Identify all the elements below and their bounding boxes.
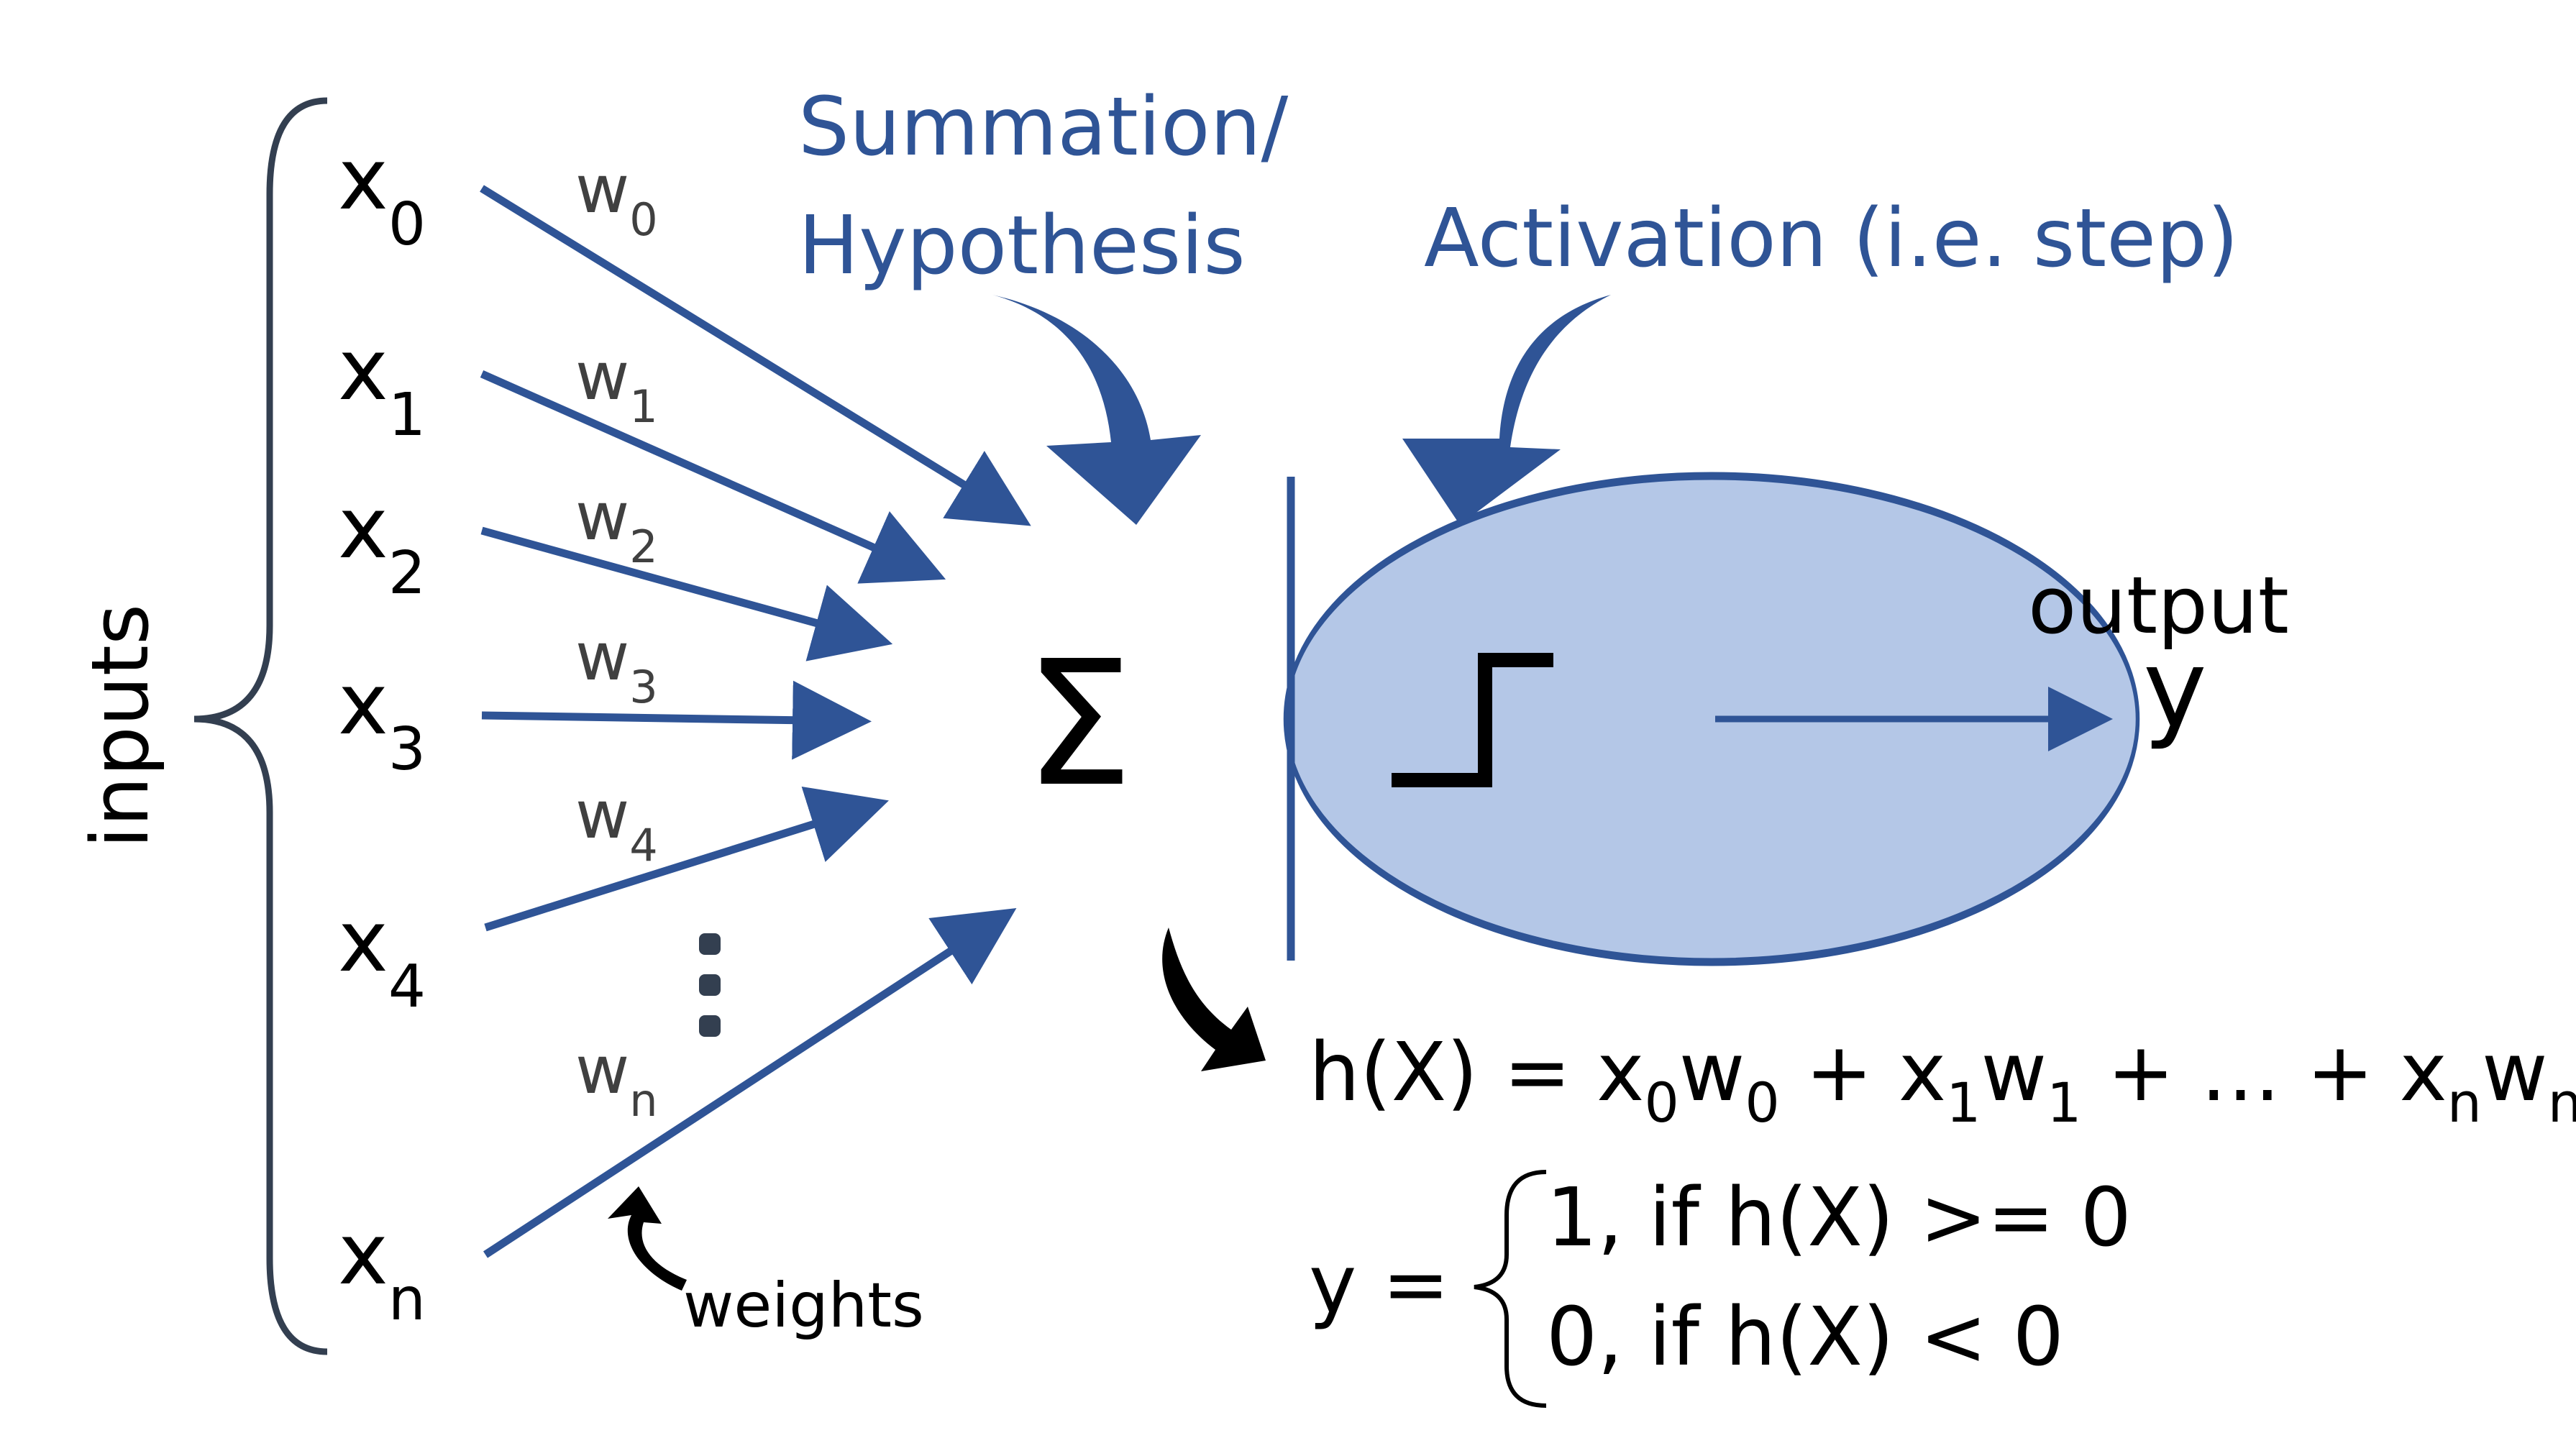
equation-pointer-arrow bbox=[1162, 928, 1266, 1071]
output-symbol: y bbox=[2143, 627, 2207, 752]
weight-w0: w0 bbox=[575, 151, 658, 246]
svg-text:x1: x1 bbox=[338, 320, 426, 449]
svg-text:x4: x4 bbox=[338, 892, 426, 1021]
activation-pointer-arrow bbox=[1402, 295, 1611, 525]
weights-label: weights bbox=[683, 1270, 924, 1342]
weight-arrows bbox=[480, 185, 1031, 1258]
weight-w4: w4 bbox=[575, 777, 658, 871]
summation-pointer-arrow bbox=[992, 295, 1201, 525]
weight-w1: w1 bbox=[575, 338, 658, 433]
weights-curved-arrow bbox=[608, 1186, 687, 1291]
input-x0: x0 bbox=[338, 129, 426, 259]
ellipsis-dots bbox=[699, 933, 721, 1037]
input-x3: x3 bbox=[338, 654, 426, 784]
hypothesis-equation: h(X) = x0w0 + x1w1 + … + xnwn bbox=[1309, 1026, 2576, 1135]
input-xn: xn bbox=[338, 1204, 426, 1334]
weight-w2: w2 bbox=[575, 478, 658, 573]
step-equation-case2: 0, if h(X) < 0 bbox=[1546, 1291, 2064, 1384]
summation-label-line1: Summation/ bbox=[798, 81, 1288, 174]
step-equation-brace bbox=[1474, 1170, 1547, 1408]
svg-text:x0: x0 bbox=[338, 129, 426, 259]
output-label: output bbox=[2028, 559, 2289, 651]
weight-wn: wn bbox=[575, 1032, 658, 1127]
inputs-brace bbox=[193, 97, 328, 1355]
svg-text:x3: x3 bbox=[338, 654, 426, 784]
arrow-x2 bbox=[480, 526, 893, 661]
arrow-x1 bbox=[480, 370, 946, 584]
arrow-x0 bbox=[480, 185, 1031, 526]
input-x4: x4 bbox=[338, 892, 426, 1021]
step-equation-case1: 1, if h(X) >= 0 bbox=[1546, 1171, 2132, 1265]
sum-symbol: Σ bbox=[1024, 623, 1133, 825]
weight-w3: w3 bbox=[575, 618, 658, 713]
summation-label-line2: Hypothesis bbox=[798, 199, 1246, 293]
arrow-x4 bbox=[484, 786, 889, 932]
svg-text:x2: x2 bbox=[338, 478, 426, 608]
neuron-body bbox=[1283, 472, 2140, 966]
step-equation-lhs: y = bbox=[1309, 1238, 1450, 1332]
activation-label: Activation (i.e. step) bbox=[1424, 192, 2239, 285]
svg-text:xn: xn bbox=[338, 1204, 426, 1334]
step-function-icon bbox=[1392, 653, 1553, 787]
input-x2: x2 bbox=[338, 478, 426, 608]
arrow-xn bbox=[483, 907, 1017, 1258]
input-x1: x1 bbox=[338, 320, 426, 449]
inputs-label: inputs bbox=[74, 604, 166, 848]
arrow-x3 bbox=[481, 680, 872, 760]
